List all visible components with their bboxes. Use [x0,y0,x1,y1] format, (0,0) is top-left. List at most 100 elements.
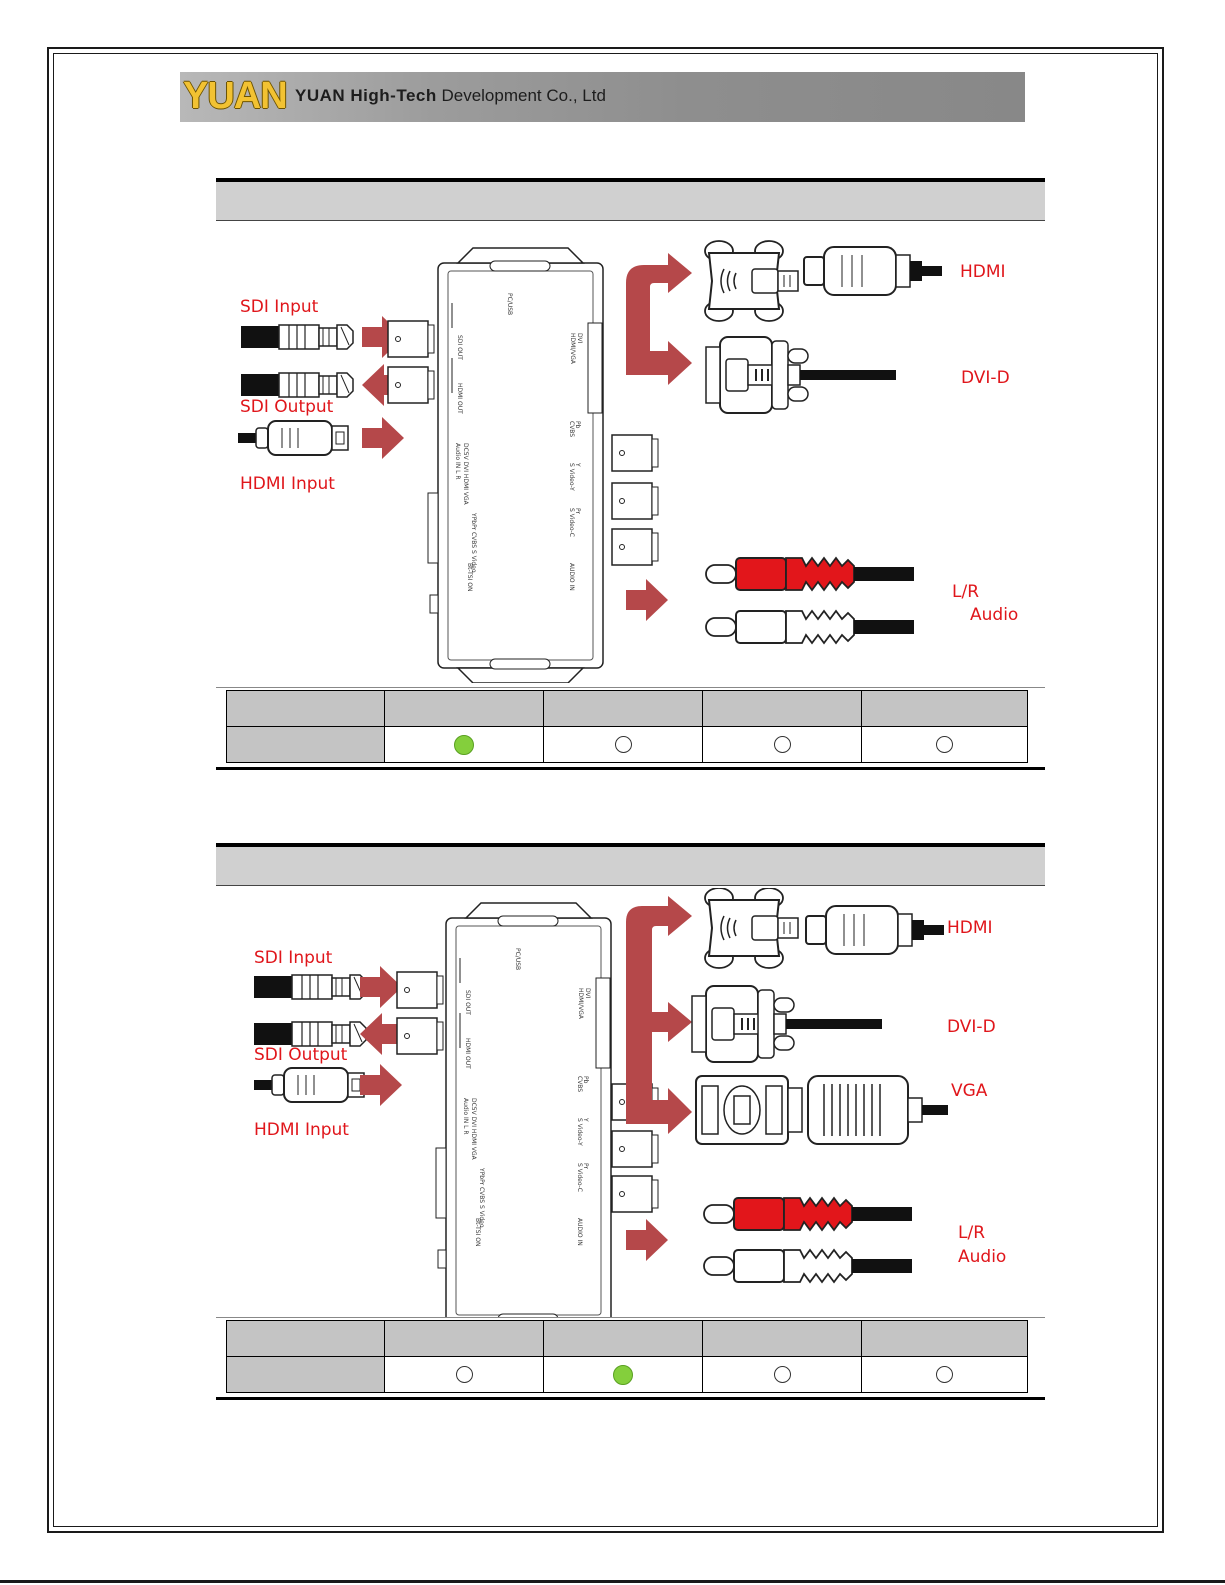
mode-indicator-off-icon [614,735,632,753]
sdi-in-port-icon [387,320,435,358]
section-2-title-bar [216,847,1045,886]
mode-indicator-cell [702,1356,862,1393]
mode-table-indicator-row [226,726,1028,763]
sdi-output-cable-icon [253,1021,367,1047]
label-vga: VGA [951,1081,988,1101]
label-hdmi-input: HDMI Input [240,474,335,494]
mode-indicator-cell [861,1356,1028,1393]
section-1-table-top-rule [216,687,1045,688]
mode-table-2 [226,1320,1028,1393]
audio-white-plug-icon [703,1249,913,1283]
sdi-out-port-icon [387,366,435,404]
sdi-out-port-icon [396,1017,444,1055]
company-name: YUAN High-Tech Development Co., Ltd [295,85,606,107]
label-hdmi-input: HDMI Input [254,1120,349,1140]
svideo-c-port-icon [611,1175,659,1213]
mode-table-header-cell [861,690,1028,727]
svideo-c-port-icon [611,528,659,566]
sdi-output-arrow-icon [360,1013,402,1055]
page-border-inner [53,53,1158,1527]
mode-table-header-cell [702,1320,862,1357]
mode-indicator-off-icon [455,1365,473,1383]
converter-device-icon [427,247,604,683]
sdi-input-arrow-icon [360,966,402,1008]
mode-indicator-cell [384,1356,544,1393]
cvbs-port-icon [611,434,659,472]
label-audio-lr: L/R [952,582,979,602]
mode-indicator-cell [384,726,544,763]
label-dvi-d: DVI-D [961,368,1010,388]
connection-section-1: SDI Input SDI Output HDMI Input HDMI DVI… [216,178,1045,773]
section-1-bottom-rule [216,767,1045,770]
mode-table-header-cell [226,1320,385,1357]
mode-table-row-label [226,1356,385,1393]
connection-diagram-2: SDI Input SDI Output HDMI Input HDMI DVI… [253,888,1006,1318]
mode-table-row-label [226,726,385,763]
mode-table-indicator-row [226,1356,1028,1393]
vga-adapter-icon [695,1075,949,1145]
mode-table-header-cell [543,690,703,727]
mode-indicator-cell [861,726,1028,763]
label-audio: Audio [958,1247,1006,1267]
audio-arrow-icon [626,1219,668,1261]
mode-table-header-cell [543,1320,703,1357]
label-hdmi: HDMI [960,262,1006,282]
hdmi-input-cable-icon [237,420,349,456]
connection-section-2: SDI Input SDI Output HDMI Input HDMI DVI… [216,843,1045,1403]
hdmi-adapter-icon [703,240,799,322]
header-banner: YUAN YUAN High-Tech Development Co., Ltd [180,72,1025,122]
output-branch-arrow-icon [626,896,692,1134]
section-1-top-rule [216,178,1045,182]
connection-diagram-1: SDI Input SDI Output HDMI Input HDMI DVI… [237,240,1018,683]
mode-table-header-cell [384,1320,544,1357]
mode-indicator-off-icon [773,735,791,753]
mode-table-1 [226,690,1028,763]
mode-table-header-cell [384,690,544,727]
mode-indicator-cell [543,1356,703,1393]
hdmi-cable-icon [805,905,945,955]
audio-red-plug-icon [705,557,915,591]
audio-red-plug-icon [703,1197,913,1231]
label-hdmi: HDMI [947,918,993,938]
mode-indicator-on-icon [613,1364,633,1385]
sdi-input-cable-icon [253,974,367,1000]
page-bottom-rule [0,1580,1225,1583]
label-sdi-input: SDI Input [240,297,319,317]
audio-white-plug-icon [705,610,915,644]
sdi-in-port-icon [396,971,444,1009]
dvi-d-adapter-icon [691,985,883,1063]
company-name-bold: YUAN High-Tech [295,86,437,105]
mode-table-header-row [226,690,1028,727]
label-sdi-output: SDI Output [254,1045,348,1065]
output-branch-arrow-icon [626,253,692,385]
mode-table-header-cell [226,690,385,727]
mode-indicator-off-icon [773,1365,791,1383]
hdmi-input-arrow-icon [362,417,404,459]
hdmi-input-arrow-icon [360,1064,402,1106]
dvi-d-adapter-icon [705,336,897,414]
label-audio-lr: L/R [958,1223,985,1243]
section-2-top-rule [216,843,1045,847]
label-sdi-input: SDI Input [254,948,333,968]
hdmi-cable-icon [803,246,943,296]
section-2-table-top-rule [216,1317,1045,1318]
label-audio: Audio [970,605,1018,625]
mode-indicator-off-icon [936,735,953,753]
label-sdi-output: SDI Output [240,397,334,417]
converter-device-icon [435,902,612,1318]
label-dvi-d: DVI-D [947,1017,996,1037]
section-1-title-bar [216,182,1045,221]
mode-indicator-cell [543,726,703,763]
hdmi-adapter-icon [703,888,799,969]
sdi-input-cable-icon [240,324,354,350]
hdmi-input-cable-icon [253,1067,365,1103]
mode-table-header-cell [861,1320,1028,1357]
page-border-outer [47,47,1164,1533]
sdi-output-cable-icon [240,372,354,398]
mode-indicator-on-icon [454,734,474,755]
mode-indicator-cell [702,726,862,763]
audio-arrow-icon [626,579,668,621]
svideo-y-port-icon [611,1130,659,1168]
mode-indicator-off-icon [936,1365,953,1383]
company-name-rest: Development Co., Ltd [436,86,606,105]
